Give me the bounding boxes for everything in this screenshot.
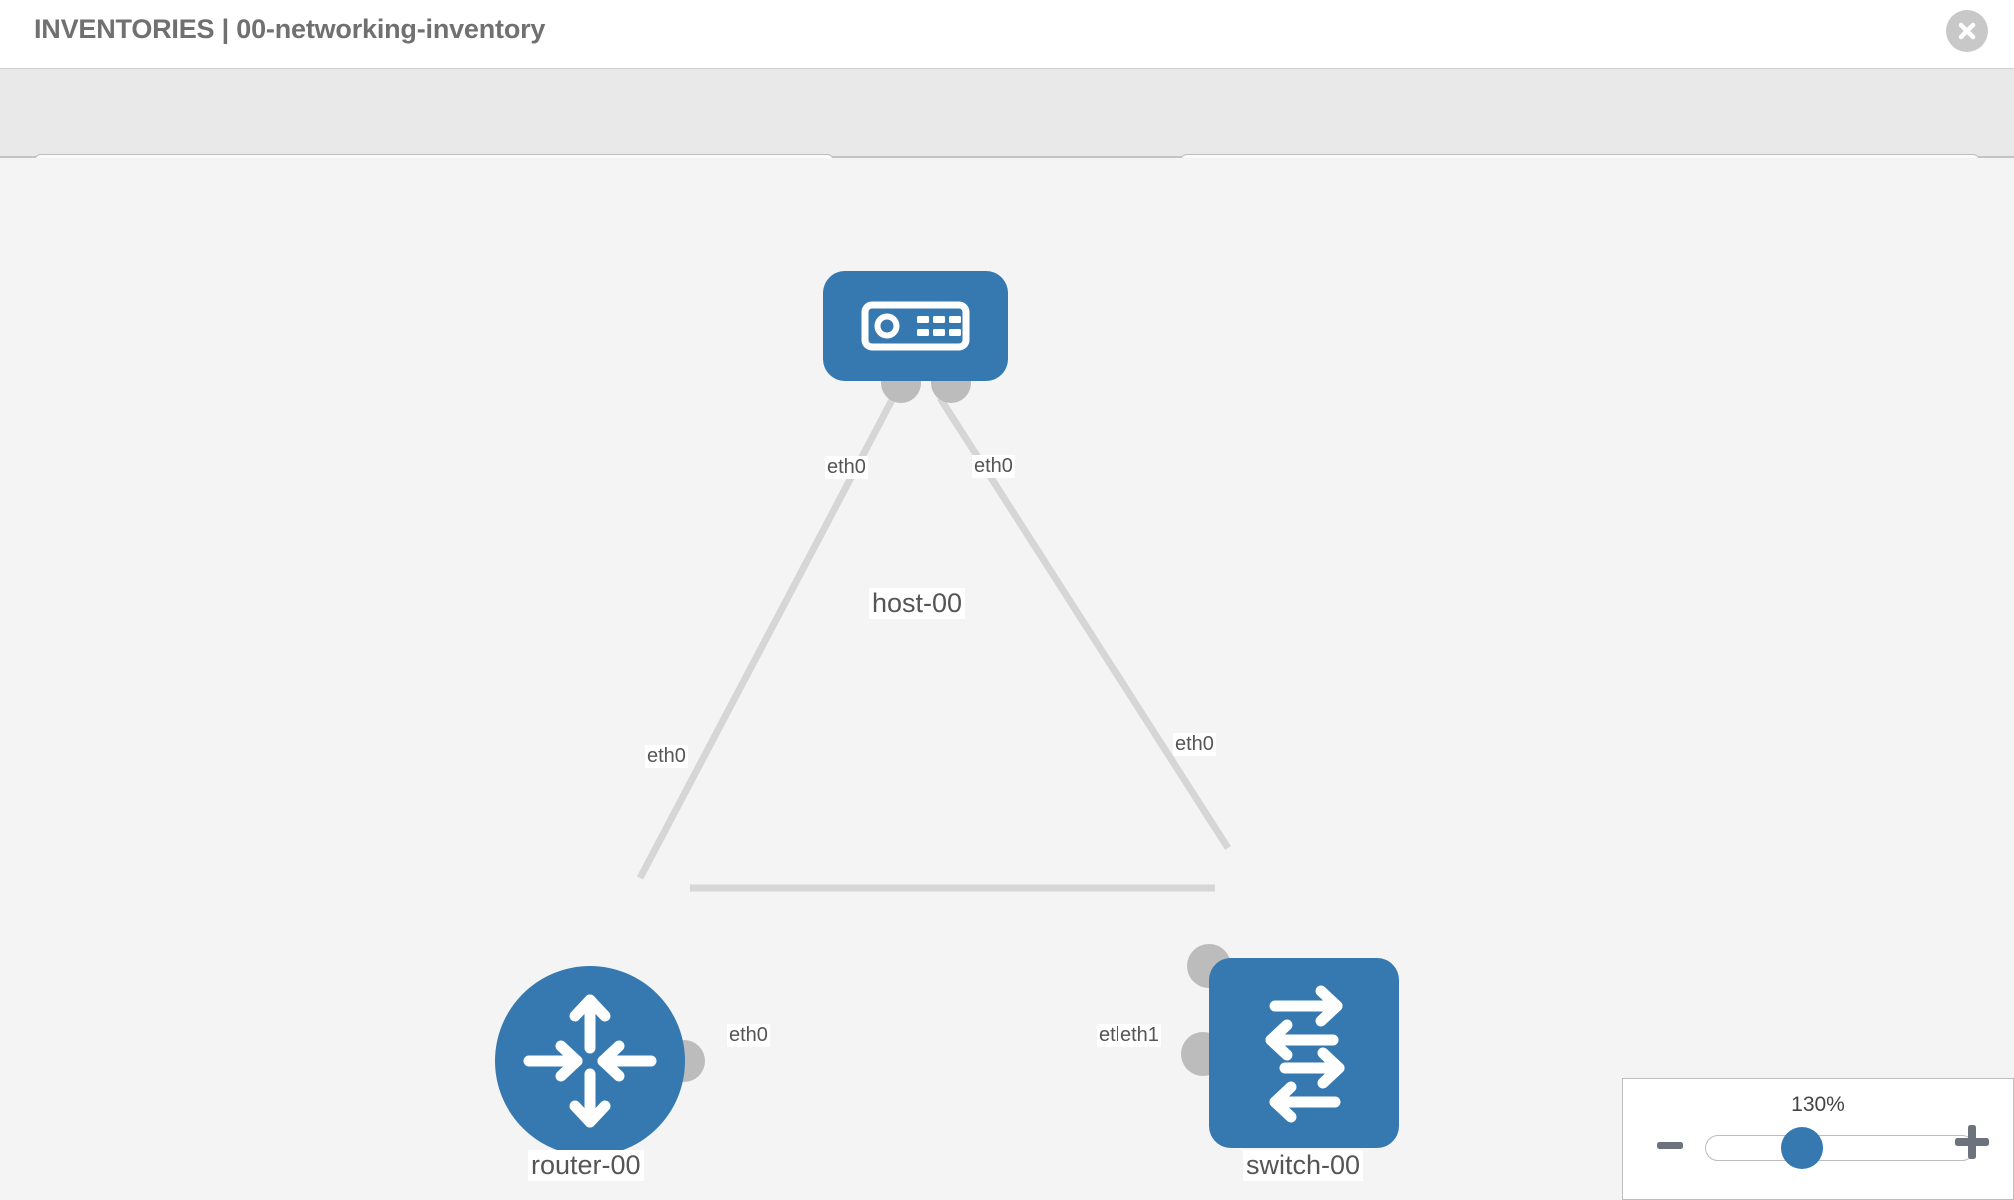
router-icon [523,994,657,1128]
node-host-00[interactable] [823,271,1008,403]
server-icon [861,301,970,351]
close-icon[interactable] [1946,10,1988,52]
node-label-host-00: host-00 [869,588,966,619]
zoom-out-button[interactable] [1655,1131,1685,1166]
node-label-switch-00: switch-00 [1243,1150,1364,1181]
switch-icon [1265,985,1345,1123]
switch-node-shape [1209,958,1399,1148]
zoom-control-panel: 130% [1622,1078,2014,1200]
zoom-level-value: 130% [1791,1093,1845,1116]
node-router-00[interactable] [495,966,705,1156]
edge-label: eth0 [727,1024,770,1047]
node-switch-00[interactable] [1181,944,1399,1148]
edge-label: eth0 [825,456,868,479]
edge-label: eth0 [1173,733,1216,756]
edge-label: eth0 [972,455,1015,478]
router-node-shape [495,966,685,1156]
zoom-slider-track[interactable] [1705,1135,1975,1161]
edge-label: eth1 [1118,1024,1161,1047]
edge-label: eth0 [645,745,688,768]
node-label-router-00: router-00 [528,1150,644,1181]
host-node-shape [823,271,1008,381]
page-title: INVENTORIES | 00-networking-inventory [34,14,546,44]
topology-canvas[interactable]: host-00 router- [0,158,2014,1200]
zoom-in-button[interactable] [1953,1123,1991,1166]
page-header: INVENTORIES | 00-networking-inventory [0,0,2014,68]
toolbar: ACTIONS SEARCH [0,68,2014,210]
zoom-slider-thumb[interactable] [1781,1127,1823,1169]
